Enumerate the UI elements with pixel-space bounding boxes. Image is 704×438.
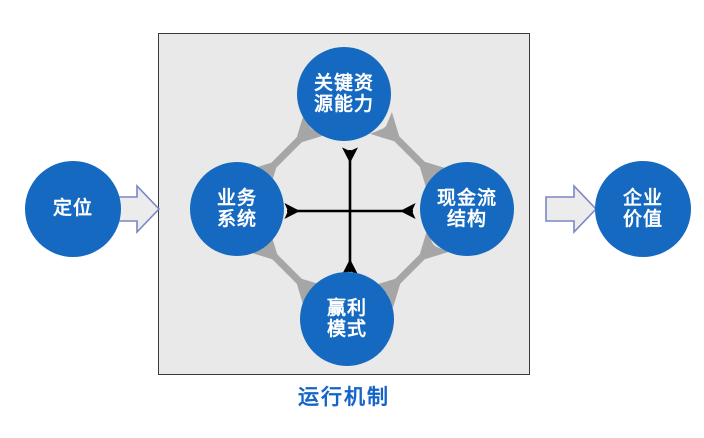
node-profit-model[interactable]: 赢利 模式 xyxy=(300,272,394,366)
node-cashflow-structure[interactable]: 现金流 结构 xyxy=(420,162,514,256)
node-positioning[interactable]: 定位 xyxy=(25,161,121,257)
node-business-system-line-1: 业务 xyxy=(216,187,257,209)
node-business-system-line-2: 系统 xyxy=(216,209,257,230)
node-positioning-line-1: 定位 xyxy=(52,198,93,220)
block-arrow-output xyxy=(545,184,598,234)
node-key-resource-line-1: 关键资 xyxy=(313,72,374,94)
node-cashflow-structure-line-2: 结构 xyxy=(446,209,487,230)
node-enterprise-value-line-2: 价值 xyxy=(622,209,663,230)
node-key-resource-line-2: 源能力 xyxy=(313,94,374,115)
mechanism-caption: 运行机制 xyxy=(298,386,390,409)
node-cashflow-structure-line-1: 现金流 xyxy=(436,187,497,209)
node-key-resource[interactable]: 关键资 源能力 xyxy=(297,47,391,141)
node-enterprise-value[interactable]: 企业 价值 xyxy=(595,161,691,257)
node-profit-model-line-1: 赢利 xyxy=(326,297,367,319)
node-business-system[interactable]: 业务 系统 xyxy=(190,162,284,256)
node-profit-model-line-2: 模式 xyxy=(326,319,367,340)
node-enterprise-value-line-1: 企业 xyxy=(622,187,663,209)
